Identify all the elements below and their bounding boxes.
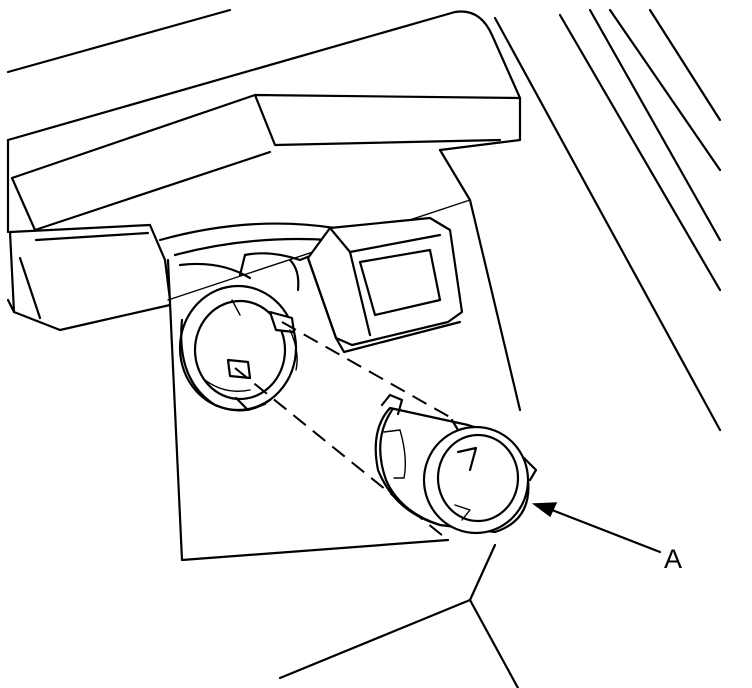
socket-opening <box>178 284 298 412</box>
callout-arrowhead <box>531 502 558 518</box>
side-trim <box>493 8 722 432</box>
socket-insert <box>374 393 538 535</box>
callout-a: A <box>531 502 682 574</box>
dashboard-panel <box>6 8 522 332</box>
adjacent-switch <box>306 216 464 354</box>
callout-label-a: A <box>664 544 682 574</box>
